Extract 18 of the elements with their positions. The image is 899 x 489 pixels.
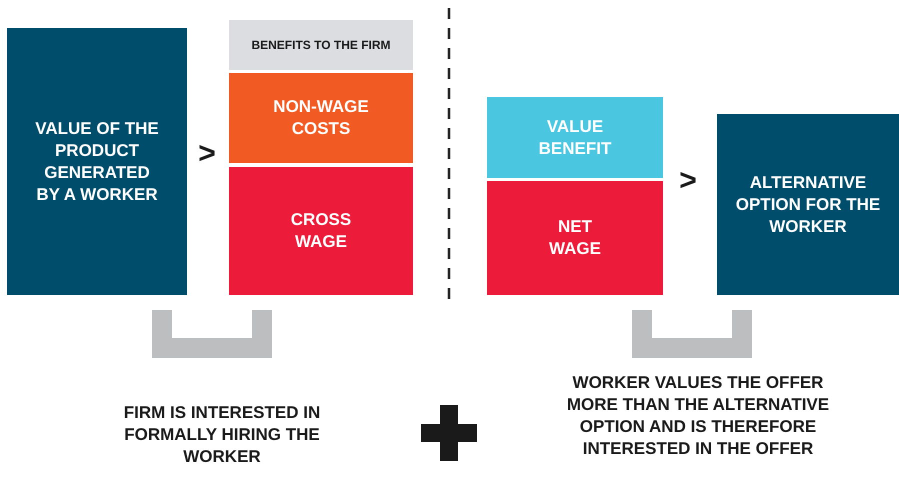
value-box (487, 181, 663, 295)
box-label: NET WAGE (548, 216, 602, 260)
box-label: VALUE OF THE PRODUCT GENERATED BY A WORKER (34, 118, 160, 206)
conclusion-text: WORKER VALUES THE OFFER MORE THAN THE ALTERNATIVE OPTION AND IS THEREFORE INTERESTED IN THE OFFER (566, 372, 830, 460)
value-box (7, 28, 187, 295)
comparison-sign: > (678, 166, 698, 196)
box-label: VALUE BENEFIT (538, 116, 612, 160)
value-box (229, 167, 413, 295)
header-box (229, 20, 413, 70)
value-box (717, 114, 899, 295)
comparison-sign: > (197, 139, 217, 169)
value-box (487, 97, 663, 178)
value-box (229, 73, 413, 163)
box-label: NON-WAGE COSTS (272, 96, 370, 140)
box-label: ALTERNATIVE OPTION FOR THE WORKER (735, 172, 881, 238)
box-label: BENEFITS TO THE FIRM (251, 37, 391, 54)
conclusion-text: FIRM IS INTERESTED IN FORMALLY HIRING THE WORKER (122, 402, 322, 468)
box-label: CROSS WAGE (290, 209, 352, 253)
